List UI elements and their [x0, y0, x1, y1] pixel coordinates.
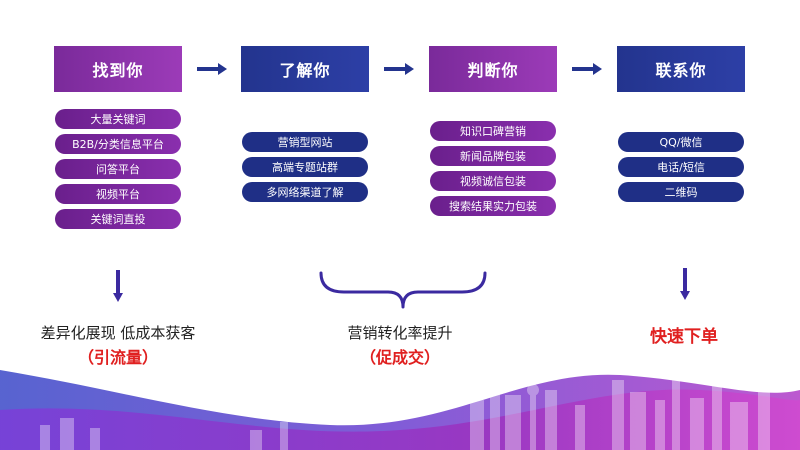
step-find-title: 找到你 [92, 61, 144, 80]
outcome-left-sub: （引流量） [77, 348, 158, 367]
curly-brace-icon [319, 271, 487, 309]
outcome-left-label: 差异化展现 低成本获客 [40, 324, 196, 342]
step-contact-title: 联系你 [655, 61, 707, 80]
step-find-header: 找到你 [54, 46, 182, 92]
outcome-middle-label: 营销转化率提升 [347, 324, 453, 342]
list-item: 问答平台 [55, 159, 181, 179]
list-item: 高端专题站群 [242, 157, 368, 177]
list-item: 关键词直投 [55, 209, 181, 229]
list-item: 搜索结果实力包装 [430, 196, 556, 216]
list-item: 二维码 [618, 182, 744, 202]
down-arrow-icon [680, 268, 690, 301]
list-item: 视频诚信包装 [430, 171, 556, 191]
list-item: 大量关键词 [55, 109, 181, 129]
right-arrow-icon [572, 63, 602, 75]
outcome-right-label: 快速下单 [650, 327, 718, 347]
list-item: 多网络渠道了解 [242, 182, 368, 202]
step-understand-title: 了解你 [279, 61, 331, 80]
down-arrow-icon [113, 270, 123, 303]
city-skyline-decoration [0, 370, 800, 450]
list-item: 电话/短信 [618, 157, 744, 177]
step-judge-title: 判断你 [467, 61, 519, 80]
right-arrow-icon [384, 63, 414, 75]
list-item: 视频平台 [55, 184, 181, 204]
step-judge-header: 判断你 [429, 46, 557, 92]
list-item: QQ/微信 [618, 132, 744, 152]
right-arrow-icon [197, 63, 227, 75]
list-item: 营销型网站 [242, 132, 368, 152]
step-understand-header: 了解你 [241, 46, 369, 92]
outcome-middle-sub: （促成交） [359, 348, 440, 367]
list-item: 新闻品牌包装 [430, 146, 556, 166]
list-item: B2B/分类信息平台 [55, 134, 181, 154]
list-item: 知识口碑营销 [430, 121, 556, 141]
step-contact-header: 联系你 [617, 46, 745, 92]
